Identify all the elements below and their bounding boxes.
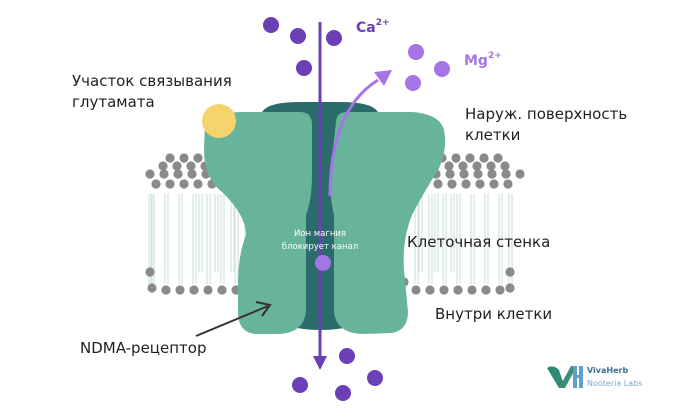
lipid-head: [439, 285, 449, 295]
lipid-head: [147, 283, 157, 293]
magnesium-ion: [434, 61, 450, 77]
vivaherb-logo: VivaHerb Nooteria Labs: [545, 362, 655, 396]
lipid-head: [458, 161, 468, 171]
glutamate-binding-site: [202, 104, 236, 138]
lipid-head: [145, 169, 155, 179]
lipid-head: [175, 285, 185, 295]
vivaherb-logo-mark: [547, 366, 583, 388]
lipid-head: [461, 179, 471, 189]
calcium-ion: [326, 30, 342, 46]
lipid-head: [217, 285, 227, 295]
lipid-head: [481, 285, 491, 295]
magnesium-arrow-head: [374, 70, 392, 86]
logo-name: VivaHerb: [587, 366, 629, 375]
receptor-pointer-arrow: [195, 305, 269, 337]
magnesium-ion: [405, 75, 421, 91]
calcium-ion: [367, 370, 383, 386]
glutamate-site-label: Участок связывания глутамата: [72, 72, 232, 111]
lipid-head: [159, 169, 169, 179]
calcium-symbol: Ca: [356, 20, 376, 36]
logo-subtitle: Nooteria Labs: [587, 379, 643, 388]
lipid-head: [447, 179, 457, 189]
lipid-head: [172, 161, 182, 171]
lipid-head: [193, 153, 203, 163]
blocking-magnesium-ion: [315, 255, 331, 271]
calcium-ions: [263, 17, 383, 401]
outer-surface-label: Наруж. поверхность клетки: [465, 105, 628, 144]
lipid-head: [444, 161, 454, 171]
lipid-head: [515, 169, 525, 179]
lipid-head: [500, 161, 510, 171]
lipid-head: [467, 285, 477, 295]
lipid-head: [179, 153, 189, 163]
magnesium-ions: [405, 44, 450, 91]
receptor-pointer-head: [255, 301, 272, 317]
lipid-head: [433, 179, 443, 189]
lipid-head: [411, 285, 421, 295]
lipid-head: [479, 153, 489, 163]
calcium-ion: [263, 17, 279, 33]
lipid-head: [495, 285, 505, 295]
lipid-head: [165, 153, 175, 163]
calcium-ion: [335, 385, 351, 401]
magnesium-symbol: Mg: [464, 53, 488, 69]
lipid-head: [186, 161, 196, 171]
lipid-head: [487, 169, 497, 179]
magnesium-charge: 2+: [487, 51, 502, 61]
lipid-head: [161, 285, 171, 295]
membrane-lipid-heads: [145, 153, 525, 295]
magnesium-label: Mg2+: [464, 51, 502, 69]
lipid-head: [473, 169, 483, 179]
lipid-head: [189, 285, 199, 295]
lipid-head: [193, 179, 203, 189]
receptor-right-subunit: [330, 112, 446, 334]
lipid-head: [501, 169, 511, 179]
magnesium-ion: [408, 44, 424, 60]
lipid-head: [179, 179, 189, 189]
lipid-head: [445, 169, 455, 179]
magnesium-block-label: Ион магния блокирует канал: [281, 229, 359, 252]
calcium-ion: [296, 60, 312, 76]
lipid-head: [472, 161, 482, 171]
lipid-head: [465, 153, 475, 163]
lipid-head: [158, 161, 168, 171]
lipid-head: [475, 179, 485, 189]
inside-cell-label: Внутри клетки: [435, 305, 553, 323]
membrane-lipid-tails: [148, 194, 513, 284]
lipid-head: [453, 285, 463, 295]
lipid-head: [173, 169, 183, 179]
lipid-head: [503, 179, 513, 189]
calcium-label: Ca2+: [356, 18, 390, 36]
calcium-ion: [339, 348, 355, 364]
lipid-head: [459, 169, 469, 179]
calcium-arrow-head: [313, 356, 327, 370]
lipid-head: [425, 285, 435, 295]
lipid-head: [187, 169, 197, 179]
lipid-head: [203, 285, 213, 295]
calcium-ion: [290, 28, 306, 44]
lipid-head: [486, 161, 496, 171]
receptor-label: NDMA-рецептор: [80, 339, 207, 357]
lipid-head: [165, 179, 175, 189]
lipid-head: [451, 153, 461, 163]
lipid-head: [145, 267, 155, 277]
lipid-head: [151, 179, 161, 189]
lipid-head: [505, 267, 515, 277]
calcium-ion: [292, 377, 308, 393]
lipid-head: [505, 283, 515, 293]
magnesium-exit-arrow: [328, 78, 379, 197]
cell-wall-label: Клеточная стенка: [407, 233, 551, 251]
receptor-left-subunit: [204, 112, 312, 334]
lipid-head: [489, 179, 499, 189]
calcium-charge: 2+: [375, 18, 390, 28]
lipid-head: [493, 153, 503, 163]
